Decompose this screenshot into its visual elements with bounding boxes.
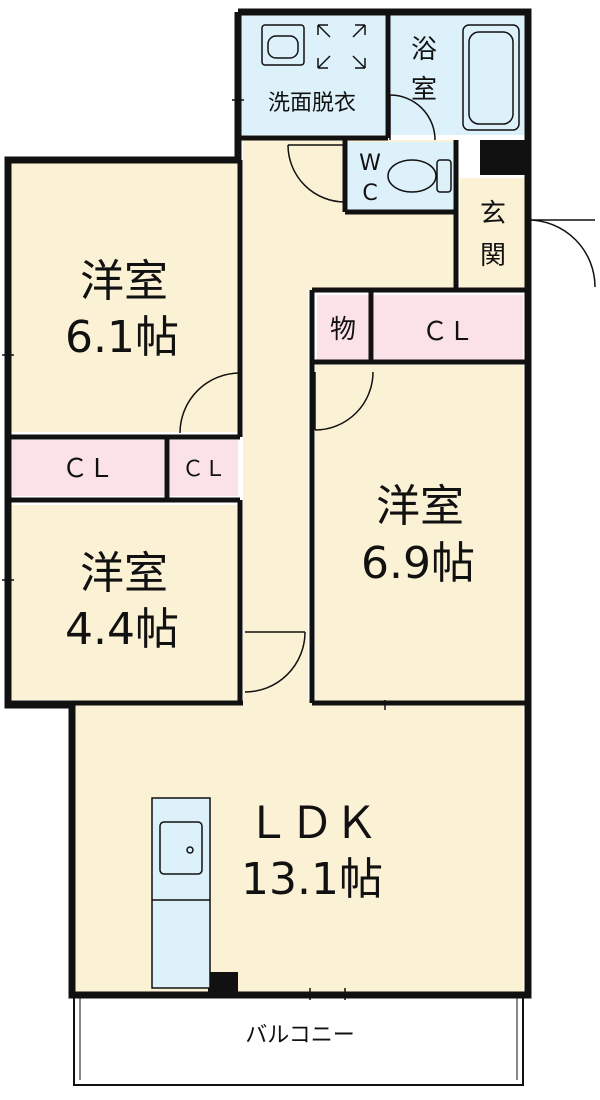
room-name-western-6-9: 洋室: [376, 481, 464, 532]
bathtub-icon: [462, 24, 520, 131]
sink-icon: [186, 846, 194, 854]
western-room-4-4: [10, 505, 240, 700]
ldk-room: [75, 700, 523, 992]
pillar: [208, 972, 238, 994]
balcony: [73, 994, 524, 1086]
room-size-western-4-4: 4.4帖: [65, 604, 179, 655]
closet-left-large-label: ＣＬ: [62, 454, 114, 484]
room-name-entrance-top: 玄: [480, 199, 506, 229]
closet-right-label: ＣＬ: [422, 317, 474, 347]
room-size-western-6-1: 6.1帖: [65, 312, 179, 363]
pillar: [480, 140, 526, 175]
washbasin-icon: [261, 24, 305, 66]
kitchen-counter-icon: [151, 797, 211, 989]
washing-machine-icon: [317, 24, 366, 69]
room-name-western-4-4: 洋室: [80, 548, 168, 599]
washroom: [240, 15, 385, 135]
western-room-6-1: [10, 162, 238, 432]
room-size-ldk: 13.1帖: [241, 854, 383, 905]
room-name-ldk: ＬＤＫ: [246, 798, 378, 849]
bathroom: [390, 15, 525, 135]
storage: [317, 295, 369, 360]
closet-right: [374, 295, 523, 360]
storage-label: 物: [330, 315, 356, 345]
closet-left-small: [170, 440, 238, 496]
window-marks: [2, 99, 386, 1000]
room-name-bath-top: 浴: [411, 35, 437, 65]
room-size-western-6-9: 6.9帖: [361, 538, 475, 589]
room-name-western-6-1: 洋室: [80, 256, 168, 307]
western-room-6-9: [315, 365, 523, 700]
room-name-washroom: 洗面脱衣: [268, 91, 356, 116]
room-name-entrance-bottom: 関: [480, 241, 506, 271]
interior-walls: [8, 12, 528, 706]
door-swing-icon: [179, 94, 596, 693]
room-name-wc-top: W: [359, 151, 381, 176]
closet-left-small-label: ＣＬ: [182, 457, 226, 482]
toilet-icon: [387, 159, 452, 193]
balcony-label: バルコニー: [245, 1023, 355, 1048]
entrance: [460, 178, 525, 288]
closet-left-large: [12, 440, 164, 496]
room-name-wc-bottom: C: [362, 181, 377, 206]
room-name-bath-bottom: 室: [411, 75, 437, 105]
